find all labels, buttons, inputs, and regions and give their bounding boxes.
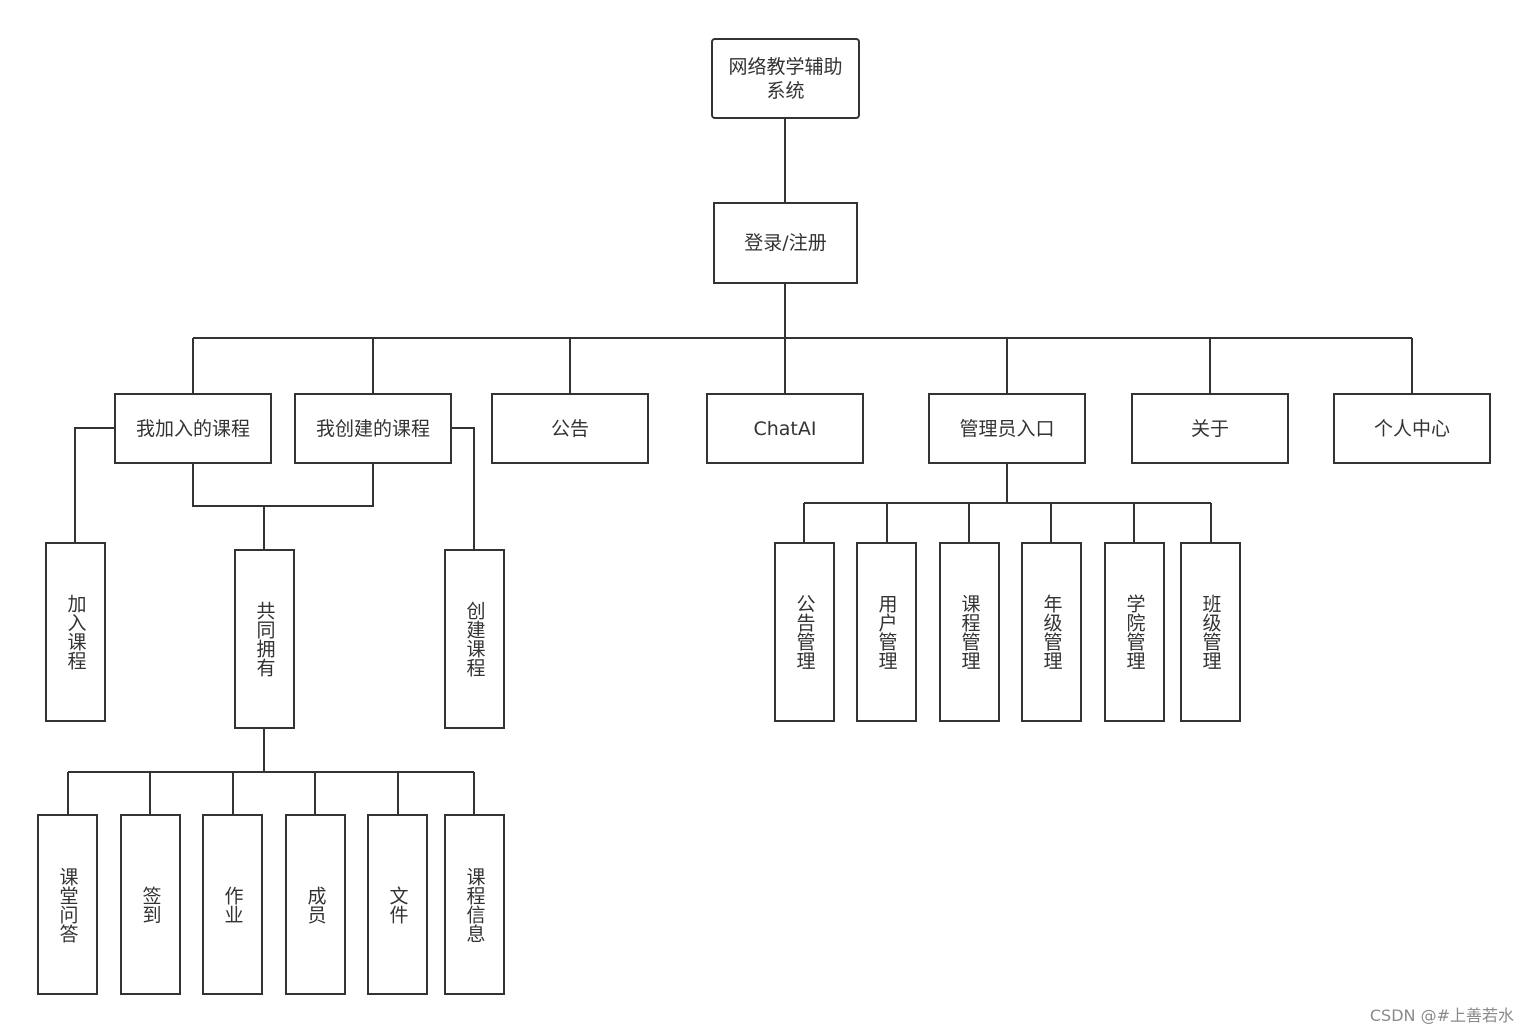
node-notice: 公告 xyxy=(491,393,649,464)
node-shared: 共同拥有 xyxy=(234,549,295,729)
node-course-info-label: 课程信息 xyxy=(463,866,486,943)
node-college-mgmt: 学院管理 xyxy=(1104,542,1165,722)
node-about: 关于 xyxy=(1131,393,1289,464)
node-personal: 个人中心 xyxy=(1333,393,1491,464)
node-shared-label: 共同拥有 xyxy=(253,601,276,677)
edge-courses-shared xyxy=(192,464,374,507)
node-my-created: 我创建的课程 xyxy=(294,393,452,464)
node-about-label: 关于 xyxy=(1190,417,1229,440)
node-user-mgmt: 用户管理 xyxy=(856,542,917,722)
node-root-label: 网络教学辅助系统 xyxy=(728,55,843,102)
node-personal-label: 个人中心 xyxy=(1373,417,1450,440)
node-my-joined: 我加入的课程 xyxy=(114,393,272,464)
node-files-label: 文件 xyxy=(386,885,409,924)
node-homework-label: 作业 xyxy=(221,885,244,924)
node-qa: 课堂问答 xyxy=(37,814,98,995)
node-class-mgmt: 班级管理 xyxy=(1180,542,1241,722)
node-my-created-label: 我创建的课程 xyxy=(315,417,430,440)
watermark-text: CSDN @#上善若水 xyxy=(1369,1006,1514,1025)
node-college-mgmt-label: 学院管理 xyxy=(1123,594,1146,670)
node-login-label: 登录/注册 xyxy=(744,232,827,254)
node-checkin: 签到 xyxy=(120,814,181,995)
node-chatai: ChatAI xyxy=(706,393,864,464)
node-notice-label: 公告 xyxy=(550,417,589,440)
node-create-course-label: 创建课程 xyxy=(463,601,486,677)
node-members-label: 成员 xyxy=(304,885,327,924)
edge-my-joined-join-course xyxy=(74,427,114,542)
node-notice-mgmt: 公告管理 xyxy=(774,542,835,722)
node-members: 成员 xyxy=(285,814,346,995)
node-join-course: 加入课程 xyxy=(45,542,106,722)
node-create-course: 创建课程 xyxy=(444,549,505,729)
node-checkin-label: 签到 xyxy=(139,885,162,924)
node-admin-label: 管理员入口 xyxy=(959,417,1055,440)
node-qa-label: 课堂问答 xyxy=(56,866,79,943)
node-class-mgmt-label: 班级管理 xyxy=(1199,594,1222,670)
node-grade-mgmt: 年级管理 xyxy=(1021,542,1082,722)
node-files: 文件 xyxy=(367,814,428,995)
node-grade-mgmt-label: 年级管理 xyxy=(1040,594,1063,670)
node-chatai-label: ChatAI xyxy=(753,417,817,440)
node-homework: 作业 xyxy=(202,814,263,995)
node-login: 登录/注册 xyxy=(713,202,858,284)
node-course-mgmt-label: 课程管理 xyxy=(958,594,981,670)
edge-my-created-create-course xyxy=(452,427,475,549)
node-my-joined-label: 我加入的课程 xyxy=(135,417,250,440)
node-user-mgmt-label: 用户管理 xyxy=(875,594,898,670)
node-notice-mgmt-label: 公告管理 xyxy=(793,594,816,670)
node-course-info: 课程信息 xyxy=(444,814,505,995)
node-course-mgmt: 课程管理 xyxy=(939,542,1000,722)
node-root: 网络教学辅助系统 xyxy=(711,38,860,119)
node-join-course-label: 加入课程 xyxy=(64,594,87,670)
node-admin: 管理员入口 xyxy=(928,393,1086,464)
